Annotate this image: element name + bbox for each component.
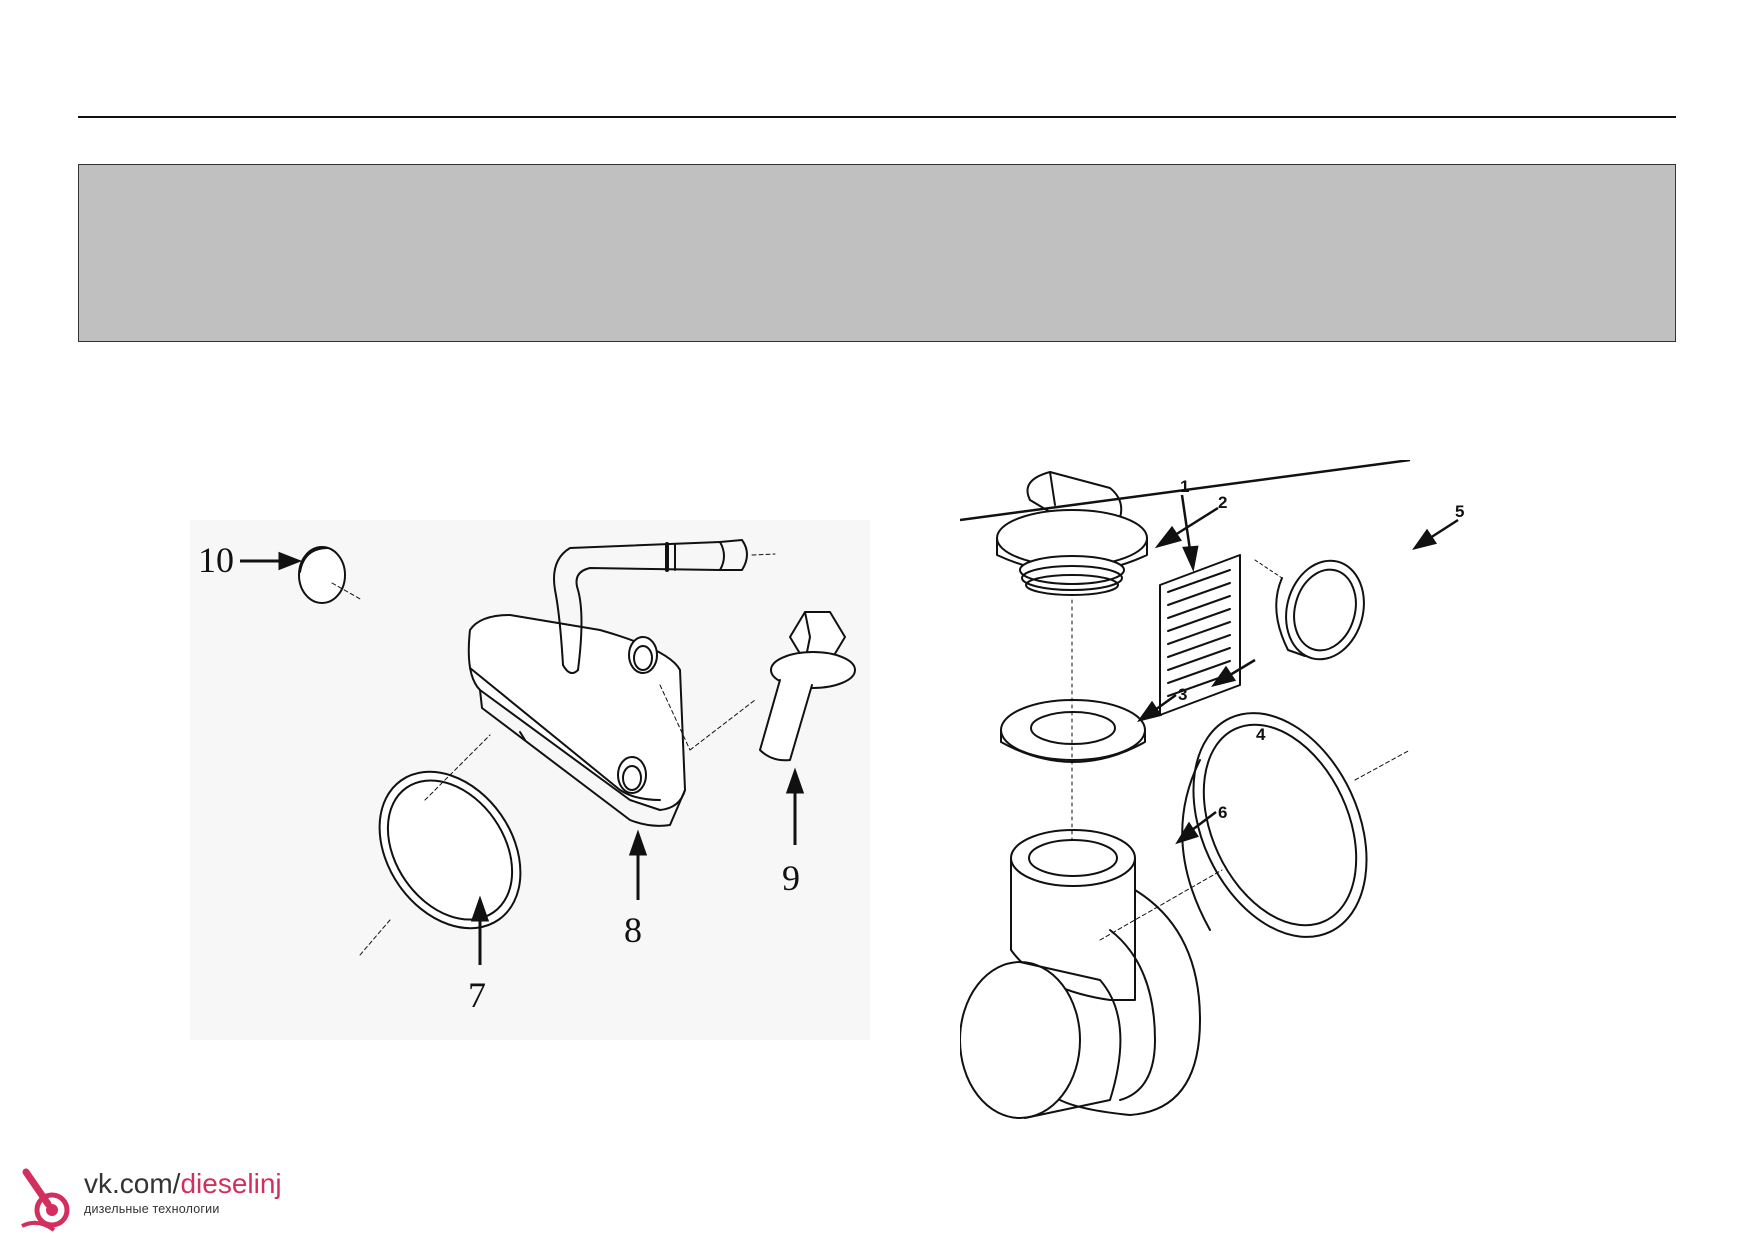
callout-10: 10: [198, 540, 234, 580]
part-6-tee-housing: [960, 599, 1201, 1119]
callout-4: 4: [1256, 725, 1266, 744]
callout-3: 3: [1178, 685, 1187, 704]
callout-8: 8: [624, 910, 642, 950]
callout-2: 2: [1218, 493, 1227, 512]
part-2-filler-cap: [996, 471, 1148, 596]
header-band: [78, 164, 1676, 342]
part-5-small-ring: [1254, 559, 1365, 661]
part-3-washer: [1000, 699, 1146, 763]
watermark-text: vk.com/dieselinj: [84, 1168, 282, 1199]
part-7-oring: [359, 734, 522, 956]
part-1-filter-screen: [1159, 554, 1241, 716]
callout-1: 1: [1180, 477, 1189, 496]
diagram-background: [190, 520, 870, 1040]
watermark: vk.com/dieselinj дизельные технологии: [18, 1168, 318, 1234]
callout-6: 6: [1218, 803, 1227, 822]
part-10-cap: [298, 546, 363, 604]
callout-9: 9: [782, 858, 800, 898]
part-8-flange: [467, 539, 776, 827]
callout-5: 5: [1455, 502, 1464, 521]
part-9-bolt: [659, 611, 856, 762]
part-4-large-ring: [1099, 712, 1411, 941]
left-exploded-diagram: 10 9 8 7: [190, 520, 870, 1040]
injector-logo-icon: [21, 1168, 70, 1232]
callout-7: 7: [468, 975, 486, 1015]
watermark-subtitle: дизельные технологии: [84, 1202, 220, 1216]
top-rule: [78, 116, 1676, 118]
right-exploded-diagram: 1 2 5 3 4 6: [960, 460, 1464, 1119]
